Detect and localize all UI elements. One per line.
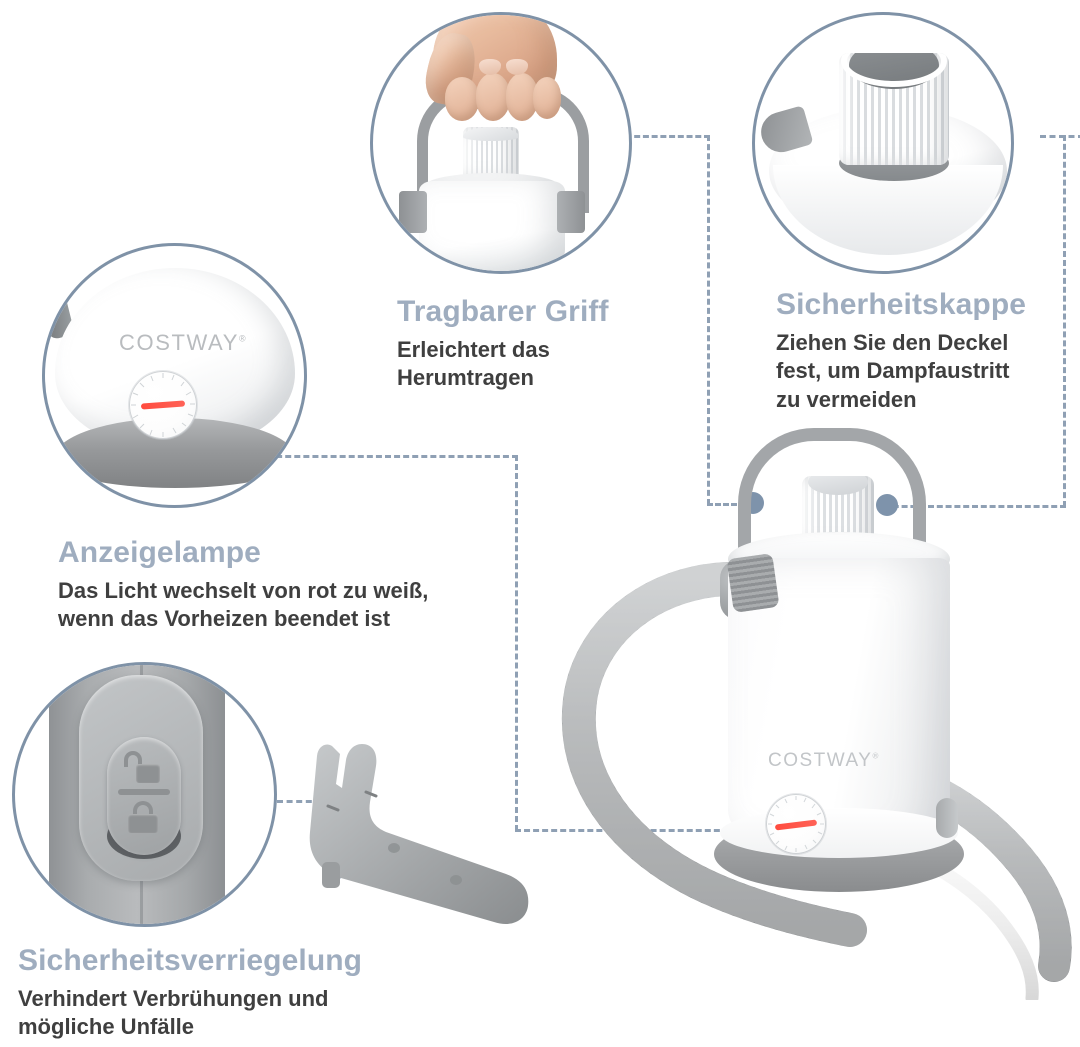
- handle-bracket-right: [557, 191, 585, 233]
- hand-nail-2: [506, 59, 528, 75]
- brand-text-main: COSTWAY: [768, 750, 873, 771]
- padlock-open-icon: [124, 751, 160, 783]
- brand-logo-closeup: COSTWAY®: [119, 330, 247, 356]
- safety-lock-photo: [15, 665, 274, 924]
- carry-handle-photo: [373, 15, 629, 271]
- lock-switch-divider: [118, 789, 170, 795]
- body-anzeigelampe-line2: wenn das Vorheizen beendet ist: [58, 606, 391, 632]
- connector-lock-h: [277, 800, 331, 803]
- cord-grommet: [936, 798, 958, 838]
- handle-bracket-left: [399, 191, 427, 233]
- padlock-closed-shackle: [133, 801, 153, 817]
- body-tragbarer-griff-line1: Erleichtert das: [397, 336, 550, 362]
- cap-top-face: [463, 127, 519, 141]
- indicator-dial: [766, 794, 826, 854]
- steam-hose: [561, 561, 1072, 1000]
- heading-tragbarer-griff: Tragbarer Griff: [397, 295, 609, 328]
- cap-top-face-main: [808, 476, 868, 495]
- body-sicherheitskappe-line2: fest, um Dampfaustritt: [776, 358, 1010, 384]
- nozzle-gun: [298, 740, 558, 930]
- connector-cap-h2: [884, 505, 1066, 508]
- text-anzeigelampe: Anzeigelampe Das Licht wechselt von rot …: [58, 536, 428, 634]
- heading-sicherheitskappe: Sicherheitskappe: [776, 288, 1027, 321]
- hand-finger-2: [476, 73, 510, 121]
- connector-cap-h1: [1040, 135, 1080, 138]
- dial-ticks-icon-main: [768, 796, 824, 852]
- hose-collar: [726, 553, 780, 613]
- tank-base-highlight: [720, 808, 958, 858]
- cap-top-rim: [841, 53, 947, 87]
- tank-body-small: [419, 181, 565, 271]
- brand-mark-main: ®: [872, 751, 880, 761]
- padlock-closed-body: [128, 814, 158, 833]
- nozzle-gun-shape: [309, 744, 529, 925]
- padlock-open-body: [136, 764, 160, 783]
- body-sicherheitsverriegelung-line1: Verhindert Verbrühungen und: [18, 985, 329, 1011]
- hand-finger-1: [445, 77, 479, 121]
- body-sicherheitskappe-line1: Ziehen Sie den Deckel: [776, 329, 1009, 355]
- body-tragbarer-griff-line2: Herumtragen: [397, 365, 534, 391]
- heading-sicherheitsverriegelung: Sicherheitsverriegelung: [18, 944, 363, 977]
- dial-ticks-icon: [131, 373, 195, 437]
- callout-anzeigelampe: COSTWAY®: [42, 243, 307, 508]
- padlock-open-shackle: [124, 751, 142, 767]
- indicator-dial-closeup: [129, 371, 197, 439]
- lock-switch-button: [107, 737, 181, 855]
- text-sicherheitsverriegelung: Sicherheitsverriegelung Verhindert Verbr…: [18, 944, 362, 1042]
- hand-nail-1: [479, 59, 501, 75]
- connector-lamp-v: [515, 455, 518, 831]
- brand-logo-main: COSTWAY®: [768, 750, 880, 772]
- safety-cap-photo: [755, 15, 1011, 271]
- safety-cap-small: [463, 127, 519, 179]
- connector-handle-h2: [707, 503, 745, 506]
- text-sicherheitskappe: Sicherheitskappe Ziehen Sie den Deckel f…: [776, 288, 1026, 414]
- text-tragbarer-griff: Tragbarer Griff Erleichtert das Herumtra…: [397, 295, 609, 393]
- safety-cap-large: [839, 53, 949, 165]
- padlock-closed-icon: [128, 801, 158, 833]
- brand-mark: ®: [238, 333, 248, 344]
- connector-handle-h1: [608, 135, 710, 138]
- hand-finger-3: [506, 73, 538, 121]
- connector-cap-v: [1063, 135, 1066, 507]
- hand-finger-4: [533, 77, 561, 119]
- brand-text: COSTWAY: [119, 330, 239, 355]
- heading-anzeigelampe: Anzeigelampe: [58, 536, 261, 569]
- body-anzeigelampe-line1: Das Licht wechselt von rot zu weiß,: [58, 577, 429, 603]
- body-sicherheitsverriegelung-line2: mögliche Unfälle: [18, 1014, 195, 1040]
- connector-handle-v: [707, 135, 710, 505]
- connector-lamp-h1: [258, 455, 518, 458]
- callout-tragbarer-griff: [370, 12, 632, 274]
- product-illustration: COSTWAY®: [309, 420, 1080, 1000]
- callout-sicherheitskappe: [752, 12, 1014, 274]
- callout-sicherheitsverriegelung: [12, 662, 277, 927]
- indicator-lamp-photo: COSTWAY®: [45, 246, 304, 505]
- body-sicherheitskappe-line3: zu vermeiden: [776, 386, 917, 412]
